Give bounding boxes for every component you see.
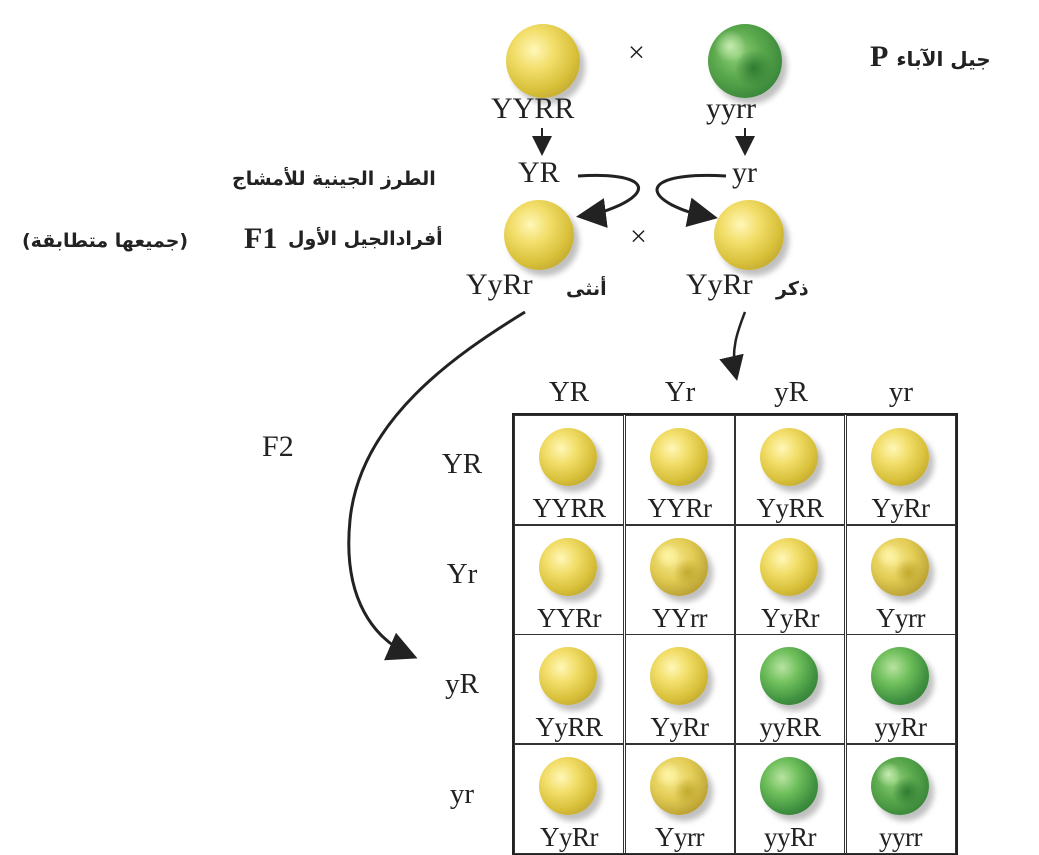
arrow-female-to-rows: [347, 310, 526, 661]
parent-left-genotype: YYRR: [491, 92, 575, 125]
row-header-4: yr: [449, 778, 475, 810]
punnett-cell: yyrr: [845, 743, 956, 854]
f1-female-label: أنثى: [566, 278, 607, 300]
f1-female-genotype: YyRr: [466, 268, 533, 301]
punnett-cell: YyRR: [514, 634, 624, 744]
yellow-wrinkled-pea: [870, 537, 929, 596]
yellow-round-pea: [760, 537, 818, 596]
punnett-cell: YyRr: [845, 415, 956, 525]
f2-label: F2: [262, 430, 294, 464]
col-header-1: YR: [548, 376, 590, 408]
cell-genotype: yyRr: [874, 712, 928, 742]
yellow-wrinkled-pea: [649, 537, 708, 596]
cell-genotype: YYrr: [652, 602, 707, 633]
gamete-left: YR: [518, 156, 560, 189]
yellow-round-pea: [649, 428, 708, 486]
f1-female-pea: [504, 200, 574, 270]
cross-arrow-to-female: [576, 173, 640, 228]
cell-genotype: YYRr: [647, 493, 713, 523]
parent-right-genotype: yyrr: [706, 92, 756, 125]
cross-arrow-to-male: [655, 173, 727, 228]
f1-label-f: F: [244, 222, 263, 255]
cell-genotype: YyRR: [535, 712, 603, 742]
parent-green-wrinkled-pea: [708, 24, 782, 98]
parents-generation-label: جيل الآباء P: [870, 40, 991, 74]
yellow-round-pea: [649, 647, 708, 705]
cell-genotype: YYRR: [532, 493, 606, 523]
f2-label-sub: 2: [278, 430, 294, 463]
f1-male-genotype: YyRr: [686, 268, 753, 301]
cross-symbol-parents: ×: [628, 36, 645, 69]
f1-label: F1: [244, 222, 277, 256]
f1-male-pea: [714, 200, 784, 270]
gametes-label: الطرز الجينية للأمشاج: [232, 168, 436, 190]
punnett-cell: Yyrr: [624, 743, 735, 854]
row-header-2: Yr: [446, 558, 478, 590]
cell-genotype: yyrr: [879, 821, 922, 852]
col-header-2: Yr: [664, 376, 696, 408]
punnett-cell: YYRr: [624, 415, 735, 525]
green-round-pea: [760, 647, 818, 705]
row-header-3: yR: [445, 668, 479, 700]
f1-label-arabic: أفرادالجيل الأول: [288, 228, 443, 250]
f2-label-f: F: [262, 430, 279, 463]
cell-genotype: YyRr: [871, 493, 931, 523]
punnett-cell: YyRr: [624, 634, 735, 744]
yellow-round-pea: [539, 647, 597, 705]
punnett-cell: YyRR: [735, 415, 845, 525]
punnett-cell: YyRr: [514, 743, 624, 854]
arrow-male-to-columns: [719, 311, 747, 381]
punnett-cell: yyRR: [735, 634, 845, 744]
col-header-3: yR: [774, 376, 808, 408]
f1-male-label: ذكر: [776, 278, 809, 300]
cell-genotype: YyRr: [650, 712, 710, 742]
parents-label-arabic: جيل الآباء: [896, 47, 991, 71]
yellow-round-pea: [870, 428, 929, 486]
green-round-pea: [760, 756, 818, 815]
yellow-round-pea: [539, 537, 597, 596]
yellow-round-pea: [539, 428, 597, 486]
yellow-round-pea: [539, 756, 597, 815]
punnett-cell: yyRr: [735, 743, 845, 854]
punnett-cell: YYRr: [514, 524, 624, 635]
punnett-cell: yyRr: [845, 634, 956, 744]
punnett-cell: Yyrr: [845, 524, 956, 635]
parents-label-p: P: [870, 40, 889, 73]
punnett-cell: YYRR: [514, 415, 624, 525]
f1-label-sub: 1: [262, 222, 278, 255]
cell-genotype: YyRr: [761, 602, 820, 633]
yellow-wrinkled-pea: [649, 756, 708, 815]
cell-genotype: Yyrr: [876, 602, 925, 633]
cell-genotype: yyRR: [759, 712, 821, 742]
cell-genotype: Yyrr: [655, 821, 704, 852]
yellow-round-pea: [760, 428, 818, 486]
cell-genotype: YyRR: [756, 493, 824, 523]
f1-identical-note: (جميعها متطابقة): [22, 230, 189, 252]
parent-yellow-round-pea: [506, 24, 580, 98]
punnett-cell: YYrr: [624, 524, 735, 635]
cell-genotype: YyRr: [540, 821, 599, 852]
cross-symbol-f1: ×: [630, 220, 647, 253]
cell-genotype: YYRr: [537, 602, 602, 633]
punnett-cell: YyRr: [735, 524, 845, 635]
green-wrinkled-pea: [870, 756, 929, 815]
cell-genotype: yyRr: [764, 821, 817, 852]
gamete-right: yr: [732, 156, 757, 189]
green-round-pea: [870, 647, 929, 705]
col-header-4: yr: [888, 376, 914, 408]
row-header-1: YR: [441, 448, 483, 480]
